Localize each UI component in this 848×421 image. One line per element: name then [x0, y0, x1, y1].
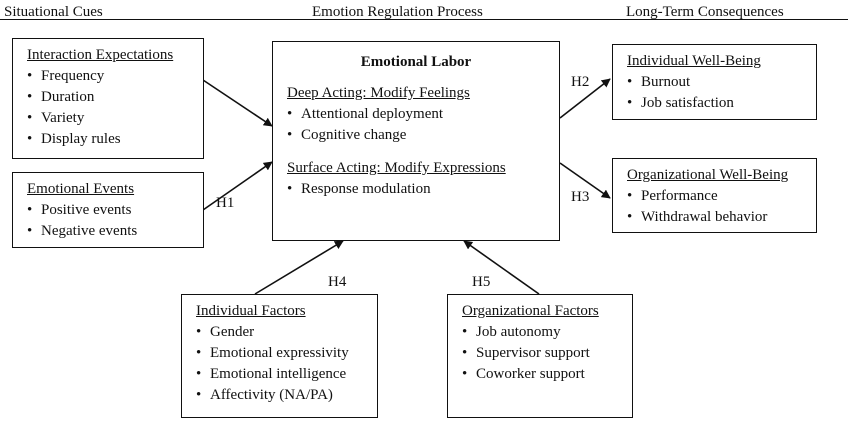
- list-item: Burnout: [627, 72, 816, 93]
- arrow-labor-to-organizational-wellbeing: [559, 162, 611, 199]
- organizational-wellbeing-title: Organizational Well-Being: [627, 167, 789, 183]
- arrow-organizational-factors-to-labor: [463, 240, 540, 295]
- header-long-term-consequences: Long-Term Consequences: [626, 4, 784, 20]
- deep-acting-list: Attentional deployment Cognitive change: [287, 104, 559, 146]
- label-h1: H1: [216, 195, 235, 211]
- list-item: Coworker support: [462, 364, 632, 385]
- arrow-events-to-labor: [202, 161, 273, 211]
- individual-wellbeing-title: Individual Well-Being: [627, 53, 761, 69]
- header-situational-cues: Situational Cues: [4, 4, 103, 20]
- individual-factors-list: Gender Emotional expressivity Emotional …: [196, 322, 377, 406]
- label-h4: H4: [328, 274, 347, 290]
- list-item: Withdrawal behavior: [627, 207, 816, 228]
- header-emotion-regulation: Emotion Regulation Process: [312, 4, 483, 20]
- list-item: Gender: [196, 322, 377, 343]
- list-item: Positive events: [27, 200, 203, 221]
- list-item: Affectivity (NA/PA): [196, 385, 377, 406]
- list-item: Display rules: [27, 129, 203, 150]
- organizational-factors-title: Organizational Factors: [462, 303, 599, 319]
- interaction-expectations-list: Frequency Duration Variety Display rules: [27, 66, 203, 150]
- individual-factors-box: Individual Factors Gender Emotional expr…: [181, 294, 378, 418]
- list-item: Supervisor support: [462, 343, 632, 364]
- header-rule: [0, 19, 848, 20]
- emotional-events-box: Emotional Events Positive events Negativ…: [12, 172, 204, 248]
- list-item: Emotional intelligence: [196, 364, 377, 385]
- organizational-wellbeing-box: Organizational Well-Being Performance Wi…: [612, 158, 817, 233]
- list-item: Frequency: [27, 66, 203, 87]
- organizational-factors-list: Job autonomy Supervisor support Coworker…: [462, 322, 632, 385]
- list-item: Variety: [27, 108, 203, 129]
- emotional-events-list: Positive events Negative events: [27, 200, 203, 242]
- list-item: Performance: [627, 186, 816, 207]
- label-h2: H2: [571, 74, 590, 90]
- surface-acting-title: Surface Acting: Modify Expressions: [287, 160, 506, 176]
- list-item: Job autonomy: [462, 322, 632, 343]
- emotional-labor-box: Emotional Labor Deep Acting: Modify Feel…: [272, 41, 560, 241]
- individual-wellbeing-box: Individual Well-Being Burnout Job satisf…: [612, 44, 817, 120]
- arrow-interaction-to-labor: [202, 79, 273, 127]
- list-item: Emotional expressivity: [196, 343, 377, 364]
- list-item: Response modulation: [287, 179, 559, 200]
- arrow-individual-factors-to-labor: [254, 240, 344, 295]
- list-item: Negative events: [27, 221, 203, 242]
- list-item: Job satisfaction: [627, 93, 816, 114]
- emotional-labor-title: Emotional Labor: [360, 54, 472, 70]
- label-h5: H5: [472, 274, 491, 290]
- interaction-expectations-title: Interaction Expectations: [27, 47, 174, 63]
- individual-factors-title: Individual Factors: [196, 303, 306, 319]
- interaction-expectations-box: Interaction Expectations Frequency Durat…: [12, 38, 204, 159]
- arrow-labor-to-individual-wellbeing: [559, 78, 611, 119]
- deep-acting-title: Deep Acting: Modify Feelings: [287, 85, 470, 101]
- organizational-wellbeing-list: Performance Withdrawal behavior: [627, 186, 816, 228]
- individual-wellbeing-list: Burnout Job satisfaction: [627, 72, 816, 114]
- organizational-factors-box: Organizational Factors Job autonomy Supe…: [447, 294, 633, 418]
- emotional-events-title: Emotional Events: [27, 181, 135, 197]
- surface-acting-list: Response modulation: [287, 179, 559, 200]
- list-item: Attentional deployment: [287, 104, 559, 125]
- list-item: Cognitive change: [287, 125, 559, 146]
- list-item: Duration: [27, 87, 203, 108]
- label-h3: H3: [571, 189, 590, 205]
